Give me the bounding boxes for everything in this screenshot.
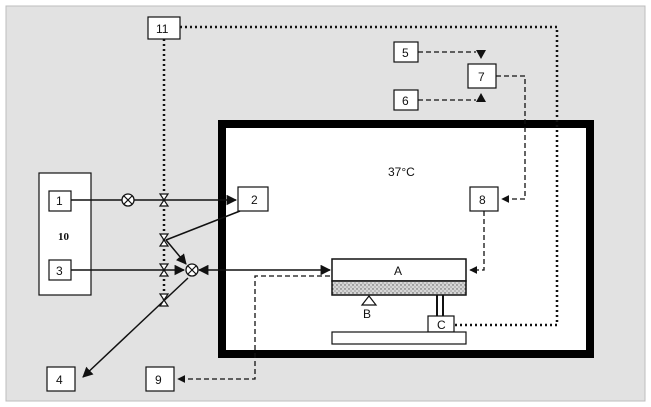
line-8-to-a <box>469 211 485 274</box>
box-4 <box>46 366 76 392</box>
balance-base <box>331 331 467 345</box>
line-2-to-valve <box>165 210 241 241</box>
box-2-label: 2 <box>251 193 258 207</box>
mixer-junction-cross <box>187 265 197 275</box>
porous-plate <box>331 280 467 296</box>
valve-line-3 <box>158 263 170 277</box>
arrowhead-into-7-top <box>476 50 486 59</box>
box-9-label: 9 <box>155 373 162 387</box>
line-a-to-9 <box>177 275 330 383</box>
box-2 <box>237 186 269 212</box>
flowmeter-line-1-cross <box>123 195 133 205</box>
box-7-label: 7 <box>478 70 485 84</box>
box-1 <box>48 190 72 212</box>
line-7-to-8 <box>496 75 526 203</box>
box-9 <box>145 366 175 392</box>
valve-line-1 <box>158 193 170 207</box>
part-b-label: B <box>363 307 371 321</box>
incubator-chamber <box>218 120 594 358</box>
box-11-label: 11 <box>156 22 169 36</box>
chamber-temperature-label: 37°C <box>388 165 415 179</box>
signal-line-11-to-c <box>180 25 559 327</box>
box-1-label: 1 <box>56 194 63 208</box>
box-6-label: 6 <box>402 94 409 108</box>
box-7 <box>467 63 497 89</box>
part-a-label: A <box>394 264 402 278</box>
valve-line-2 <box>158 233 170 247</box>
box-4-label: 4 <box>56 373 63 387</box>
box-10-label: 10 <box>58 231 70 243</box>
part-c-label: C <box>437 318 446 332</box>
line-mixer-to-4 <box>82 277 189 378</box>
arrowhead-into-7-bottom <box>476 93 486 102</box>
part-b-sensor-marker <box>360 295 378 306</box>
box-5-label: 5 <box>402 46 409 60</box>
box-3-label: 3 <box>56 264 63 278</box>
line-valve-to-mixer <box>165 239 187 265</box>
valve-line-4 <box>158 293 170 307</box>
box-8-label: 8 <box>479 193 486 207</box>
